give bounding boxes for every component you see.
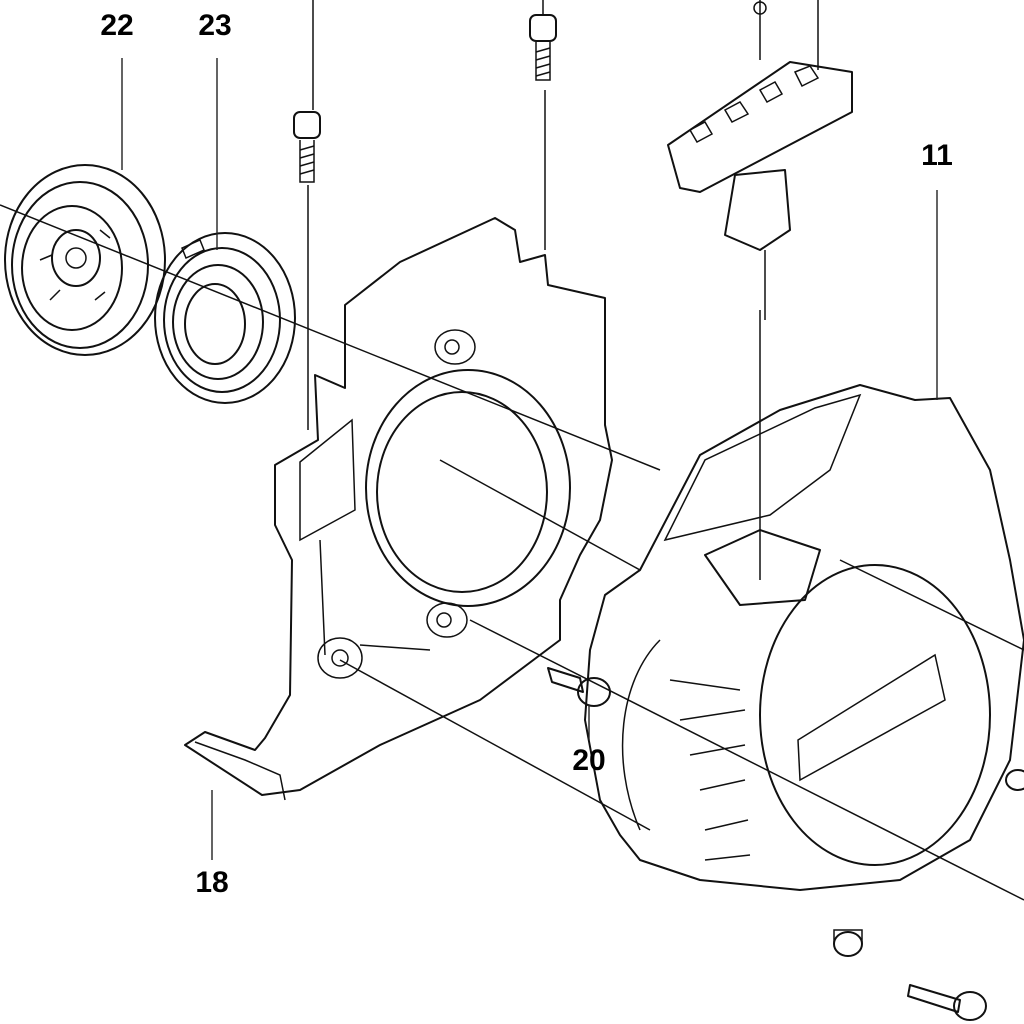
callout-22: 22: [100, 9, 133, 42]
callout-23: 23: [198, 9, 231, 42]
recoil-spring: [154, 232, 296, 404]
callout-11: 11: [921, 139, 953, 172]
bushing: [833, 929, 863, 957]
callout-leaders: [121, 58, 938, 860]
callout-18: 18: [195, 866, 228, 899]
screw: [529, 0, 557, 81]
starter-housing: [584, 384, 1024, 891]
starter-handle: [667, 0, 853, 320]
pulley: [4, 164, 166, 356]
screw: [293, 111, 321, 183]
screw: [547, 667, 611, 707]
callout-20: 20: [572, 744, 605, 777]
starter-cover-bracket: [184, 217, 613, 801]
assembly-axis-lines: [0, 90, 1024, 901]
screw: [907, 769, 1024, 1021]
